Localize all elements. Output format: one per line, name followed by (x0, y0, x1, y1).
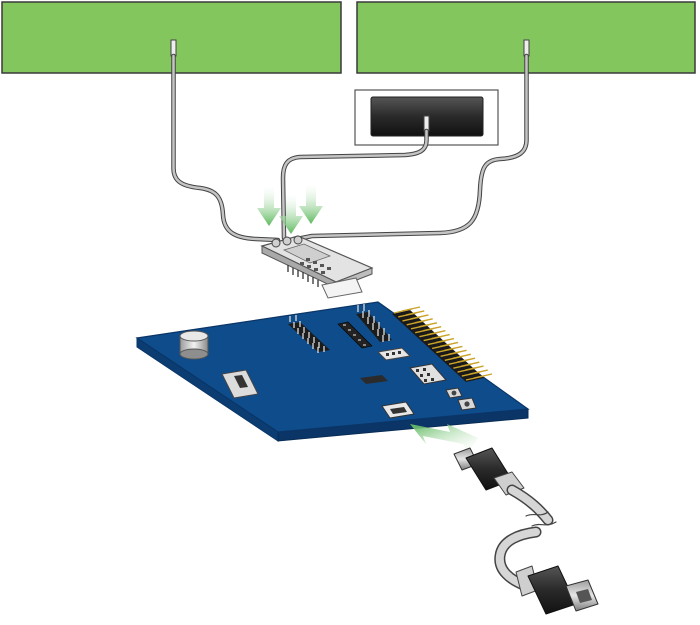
push-button (457, 397, 477, 411)
gold-pin (406, 310, 425, 316)
gold-pin (401, 306, 421, 312)
right-antenna-cable (289, 53, 529, 243)
socket-block (409, 363, 447, 385)
gold-pin (452, 353, 471, 359)
socket-strip (337, 321, 373, 349)
gold-pin (431, 333, 450, 340)
slide-switch (221, 369, 259, 399)
gold-pin (423, 326, 442, 332)
gold-pin (456, 357, 476, 363)
ufl-connector (271, 238, 281, 248)
capacitor (179, 330, 209, 360)
usb-c-cable (453, 447, 599, 615)
gold-pin-header (392, 306, 493, 382)
cable-break (525, 511, 557, 527)
carrier-board (135, 301, 530, 442)
gold-pin (439, 341, 459, 348)
gold-pin (444, 345, 463, 352)
gold-pin (435, 337, 455, 344)
install-arrows (257, 184, 323, 234)
ic-chip (360, 375, 388, 384)
antenna-feed-connector (523, 39, 530, 57)
antenna-feed-connector (170, 39, 177, 57)
insert-arrow-icon (410, 424, 478, 452)
usb-c-plug-bottom (515, 565, 599, 615)
gold-pin (465, 365, 484, 371)
gold-pin (448, 349, 467, 356)
gold-pin (473, 373, 493, 379)
down-arrow-icon (257, 186, 281, 226)
coax-cables (171, 53, 529, 243)
gold-pin (410, 314, 429, 320)
down-arrow-icon (279, 194, 303, 234)
gold-pin (427, 329, 446, 336)
down-arrow-icon (299, 184, 323, 224)
gold-pin (461, 361, 480, 367)
gold-pin (469, 369, 488, 375)
gold-pin (418, 322, 438, 328)
ufl-connector (293, 235, 303, 245)
ufl-connector (282, 236, 292, 246)
pcb-board-icon (135, 301, 530, 433)
gold-pin (414, 318, 433, 324)
usb-c-receptacle (381, 401, 415, 419)
pin-header-middle (356, 304, 392, 342)
rf-module (260, 235, 374, 299)
small-antenna-cable (280, 128, 429, 241)
pin-header-left (288, 315, 330, 353)
push-button (445, 387, 463, 399)
small-connector (376, 347, 412, 361)
